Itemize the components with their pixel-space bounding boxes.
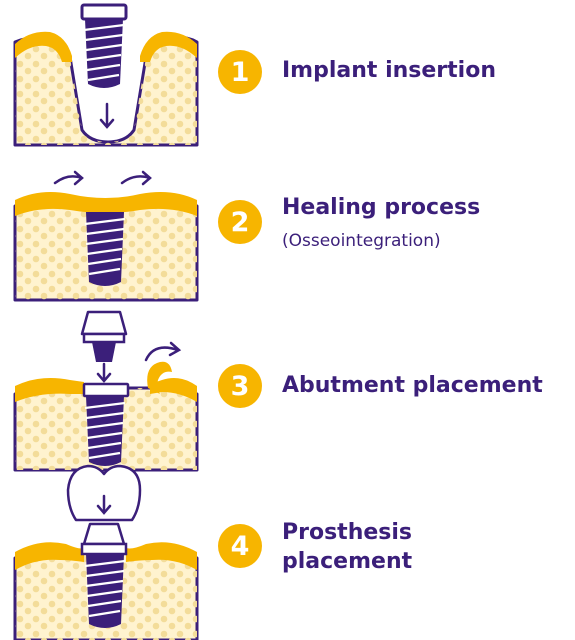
step-4-title-line-1: Prosthesis [282,519,412,547]
down-arrow-icon [98,364,110,381]
step-4-illustration [15,466,197,640]
step-1-title: Implant insertion [282,57,496,85]
step-3-title: Abutment placement [282,372,543,400]
step-2-illustration [15,172,197,300]
abutment-3 [82,312,126,362]
step-1-illustration [15,5,197,145]
down-arrow-icon [101,104,113,127]
implant-screw-4 [85,554,125,628]
curved-arrow-icon [146,343,179,360]
step-2-number: 2 [231,209,250,236]
step-4-badge: 4 [218,524,262,568]
step-4-title-line-2: placement [282,548,412,576]
step-4-number: 4 [231,533,250,560]
abutment-4 [82,524,126,554]
step-3-illustration [15,312,197,470]
step-2-title: Healing process [282,194,480,222]
step-1-badge: 1 [218,50,262,94]
implant-screw-2 [85,212,125,286]
arrow-right-icon [55,172,150,184]
step-2-badge: 2 [218,200,262,244]
step-3-number: 3 [231,373,250,400]
step-3-badge: 3 [218,364,262,408]
implant-screw-3 [85,396,125,466]
step-1-number: 1 [231,59,250,86]
implant-screw-1 [82,5,126,88]
step-2-subtitle: (Osseointegration) [282,231,441,251]
healing-cap-3 [84,384,128,396]
